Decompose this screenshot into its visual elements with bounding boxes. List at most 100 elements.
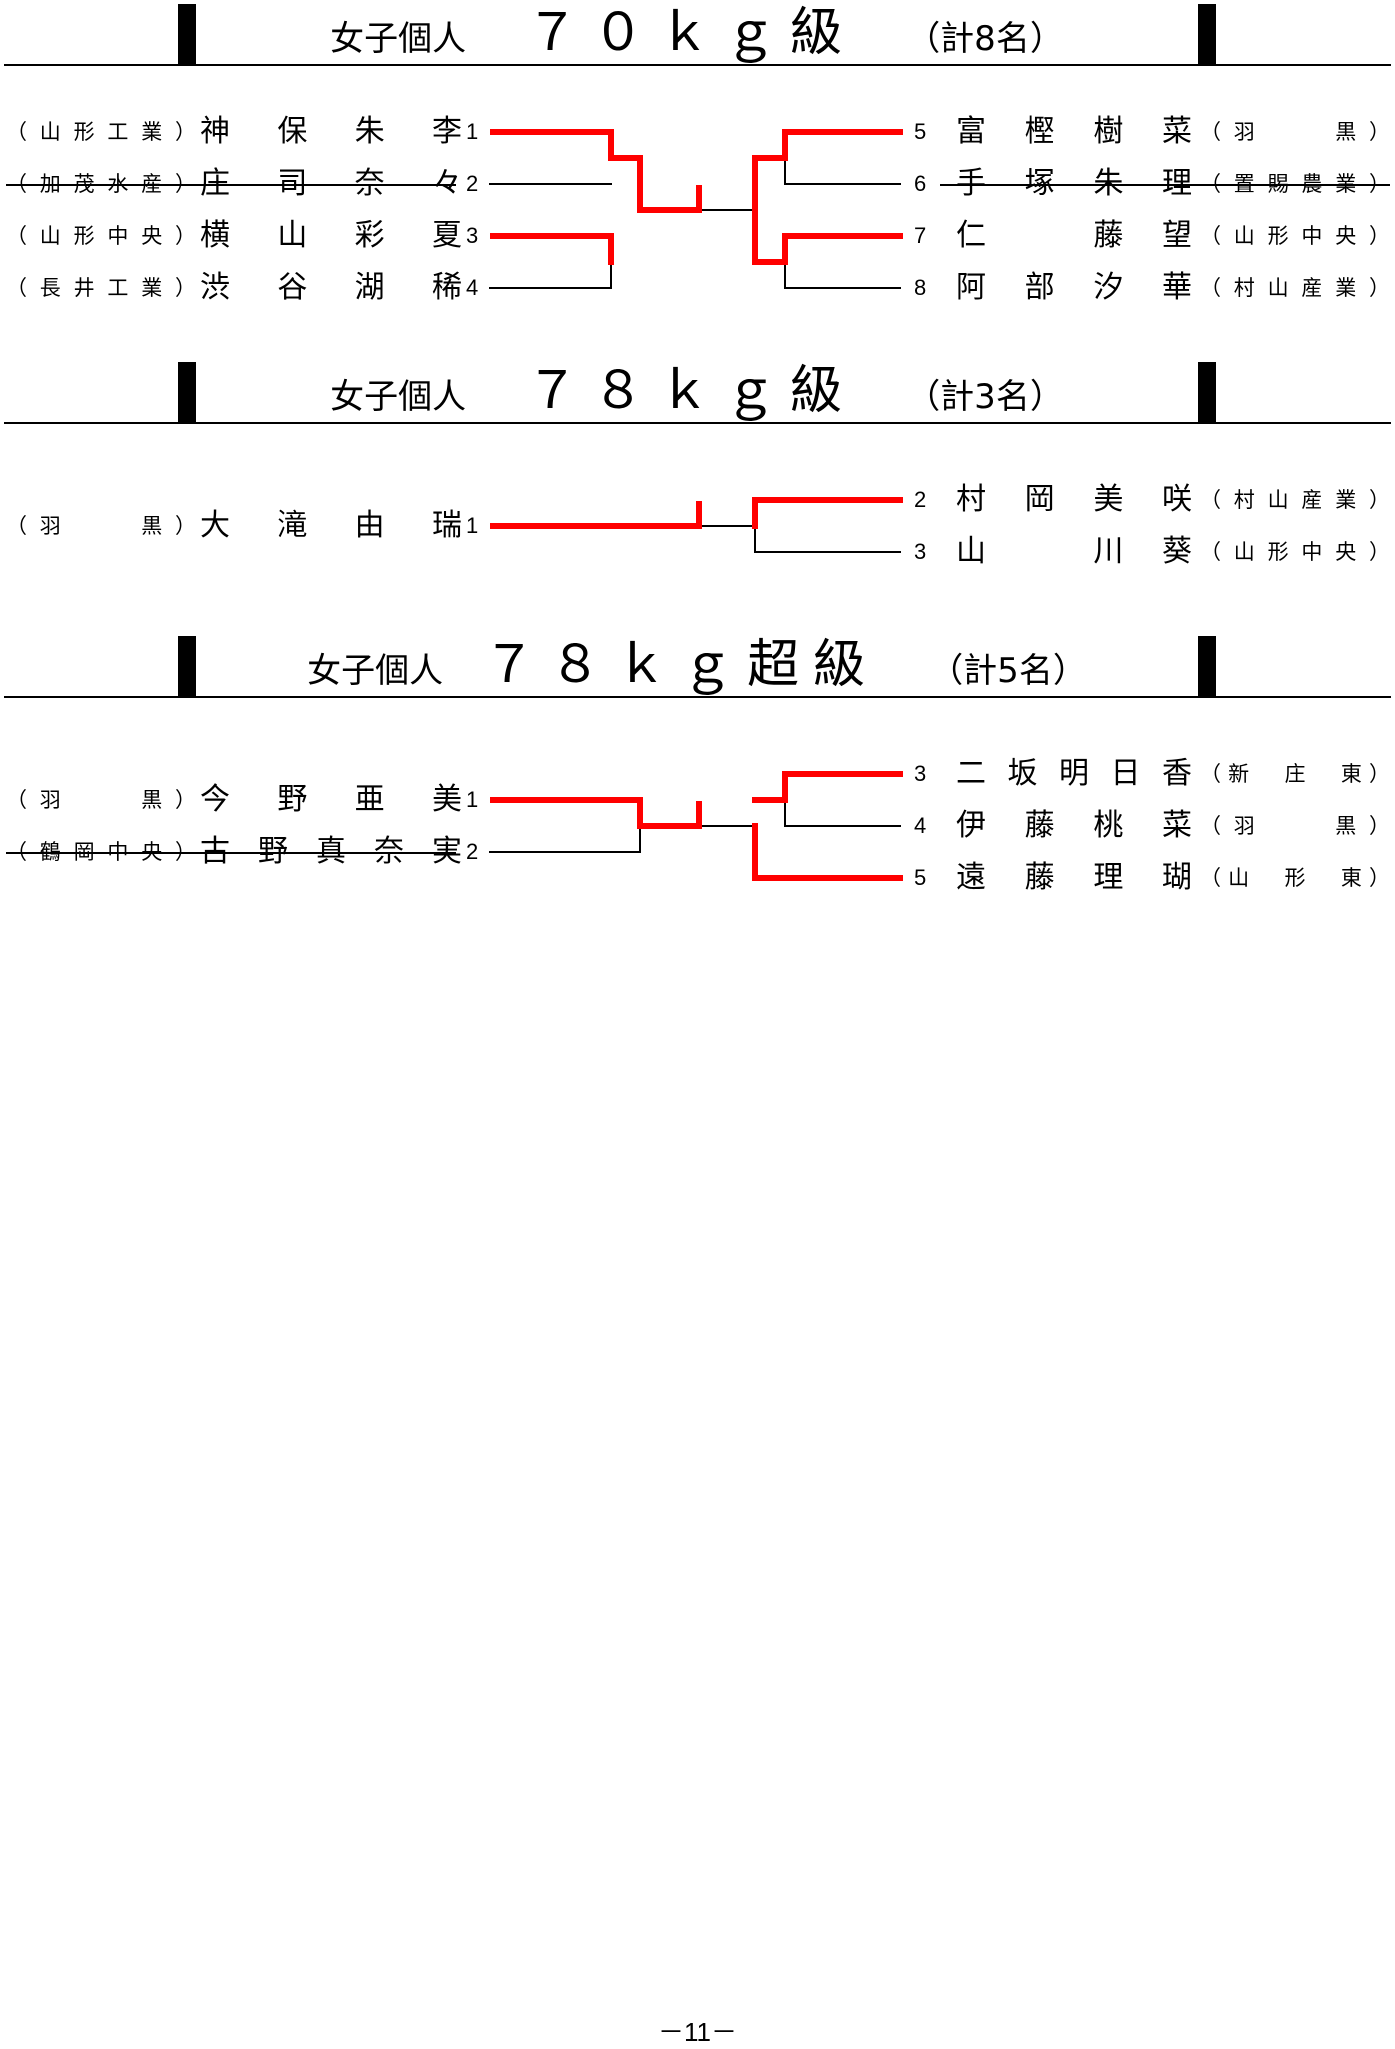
winner-line — [490, 797, 702, 829]
competitor-name: 伊藤桃菜 — [956, 808, 1192, 843]
seed-number: 1 — [466, 513, 479, 538]
header-rule — [4, 64, 1391, 66]
competitor-row: 3 山 川葵 （山形中央） — [0, 532, 1395, 572]
winner-line — [752, 497, 903, 529]
school-name: （羽 黒） — [6, 514, 196, 538]
competitor-row: 5 富樫樹菜 （羽 黒） — [0, 112, 1395, 152]
strikethrough-line — [940, 184, 1390, 186]
page-number: －11－ — [658, 2017, 737, 2047]
participant-count: （計3名） — [906, 377, 1064, 417]
weight-class-label: ７８ｋｇ超級 — [483, 635, 880, 695]
competitor-row: 4 伊藤桃菜 （羽 黒） — [0, 806, 1395, 846]
section-header: 女子個人 ７８ｋｇ級 （計3名） — [0, 358, 1395, 424]
competitor-name: 山 川葵 — [956, 534, 1192, 569]
winner-line — [752, 129, 903, 265]
winner-line — [752, 823, 903, 881]
winner-line — [782, 233, 903, 265]
competitor-row: （山形中央） 横山彩夏 3 — [0, 216, 700, 256]
competitor-row: 6 手塚朱理 （置賜農業） — [0, 164, 1395, 204]
competitor-name: 村岡美咲 — [956, 482, 1192, 517]
school-name: （山形中央） — [1200, 540, 1390, 564]
seed-number: 2 — [466, 839, 479, 864]
competitor-row: 8 阿部汐華 （村山産業） — [0, 268, 1395, 308]
header-bar-left — [178, 636, 196, 698]
bracket-section-over78kg: 女子個人 ７８ｋｇ超級 （計5名） （羽 黒） 今野亜美 1 （鶴岡中央） 古野真奈… — [0, 632, 1395, 912]
school-name: （山形中央） — [1200, 224, 1390, 248]
competitor-row: 5 遠藤理瑚 （山 形 東） — [0, 858, 1395, 898]
competitor-name: 横山彩夏 — [200, 218, 462, 253]
strikethrough-line — [6, 852, 456, 854]
competitor-name: 二坂明日香 — [956, 756, 1192, 791]
bracket-section-78kg: 女子個人 ７８ｋｇ級 （計3名） （羽 黒） 大滝由瑞 1 2 村岡美咲 （村山産業… — [0, 358, 1395, 598]
school-name: （新 庄 東） — [1200, 762, 1390, 786]
winner-line — [490, 501, 702, 529]
competitor-name: 大滝由瑞 — [200, 508, 462, 543]
seed-number: 3 — [466, 223, 479, 248]
competitor-row: （鶴岡中央） 古野真奈実 2 — [0, 832, 700, 872]
competitor-name: 手塚朱理 — [956, 166, 1192, 201]
header-bar-right — [1198, 362, 1216, 424]
section-header: 女子個人 ７８ｋｇ超級 （計5名） — [0, 632, 1395, 698]
bracket-line — [784, 157, 901, 185]
section-title: 女子個人 ７８ｋｇ超級 （計5名） — [196, 632, 1198, 698]
competitor-row: （羽 黒） 今野亜美 1 — [0, 780, 700, 820]
competitor-row: 7 仁 藤望 （山形中央） — [0, 216, 1395, 256]
winner-line — [490, 233, 614, 265]
competitor-row: （山形工業） 神保朱李 1 — [0, 112, 700, 152]
header-bar-right — [1198, 4, 1216, 66]
competitor-name: 仁 藤望 — [956, 218, 1192, 253]
bracket-line — [784, 799, 901, 827]
strikethrough-line — [6, 184, 456, 186]
bracket-line — [489, 825, 641, 853]
competitor-row: 3 二坂明日香 （新 庄 東） — [0, 754, 1395, 794]
seed-number: 1 — [466, 787, 479, 812]
competitor-name: 阿部汐華 — [956, 270, 1192, 305]
school-name: （山 形 東） — [1200, 866, 1390, 890]
participant-count: （計5名） — [929, 651, 1087, 691]
competitor-name: 遠藤理瑚 — [956, 860, 1192, 895]
category-label: 女子個人 — [330, 19, 467, 59]
header-bar-left — [178, 362, 196, 424]
competitor-name: 富樫樹菜 — [956, 114, 1192, 149]
bracket-line — [489, 235, 612, 289]
bracket-lines — [490, 497, 903, 553]
seed-number: 4 — [914, 813, 927, 838]
winner-line — [490, 129, 702, 213]
weight-class-label: ７０ｋｇ級 — [526, 3, 857, 63]
school-name: （羽 黒） — [1200, 120, 1390, 144]
header-bar-right — [1198, 636, 1216, 698]
category-label: 女子個人 — [307, 651, 444, 691]
school-name: （長井工業） — [6, 276, 196, 300]
seed-number: 8 — [914, 275, 927, 300]
competitor-name: 渋谷湖稀 — [200, 270, 462, 305]
seed-number: 3 — [914, 539, 927, 564]
category-label: 女子個人 — [330, 377, 467, 417]
weight-class-label: ７８ｋｇ級 — [526, 361, 857, 421]
seed-number: 5 — [914, 119, 927, 144]
competitor-name: 神保朱李 — [200, 114, 462, 149]
winner-line — [752, 771, 903, 803]
bracket-line — [754, 525, 901, 553]
bracket-line — [784, 261, 901, 289]
seed-number: 2 — [466, 171, 479, 196]
competitor-row: （長井工業） 渋谷湖稀 4 — [0, 268, 700, 308]
bracket-lines — [489, 771, 903, 881]
school-name: （羽 黒） — [6, 788, 196, 812]
header-rule — [4, 422, 1391, 424]
bracket-lines — [489, 129, 903, 289]
competitor-name: 古野真奈実 — [200, 834, 462, 869]
seed-number: 2 — [914, 487, 927, 512]
competitor-row: 2 村岡美咲 （村山産業） — [0, 480, 1395, 520]
competitor-name: 庄司奈々 — [200, 166, 462, 201]
school-name: （山形中央） — [6, 224, 196, 248]
school-name: （村山産業） — [1200, 276, 1390, 300]
competitor-row: （羽 黒） 大滝由瑞 1 — [0, 506, 700, 546]
seed-number: 5 — [914, 865, 927, 890]
seed-number: 4 — [466, 275, 479, 300]
competitor-row: （加茂水産） 庄司奈々 2 — [0, 164, 700, 204]
seed-number: 3 — [914, 761, 927, 786]
seed-number: 6 — [914, 171, 927, 196]
